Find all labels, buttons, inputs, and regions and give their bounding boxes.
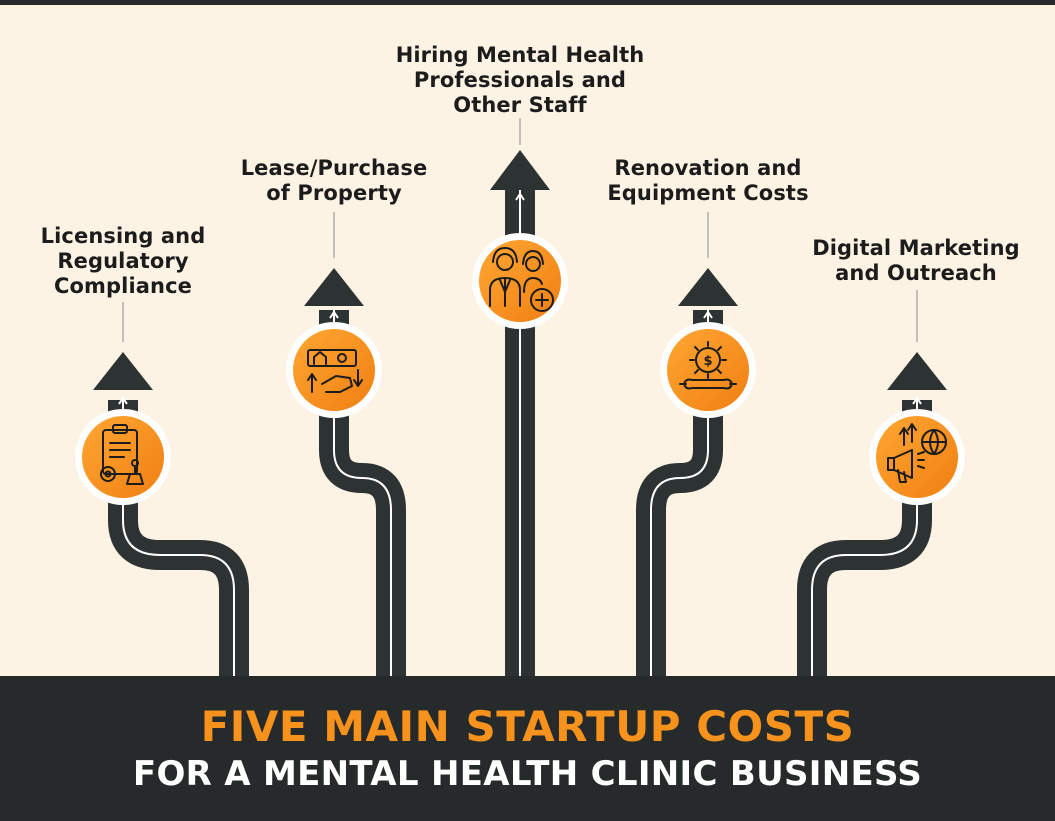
step-label-2: Lease/Purchase of Property [236,156,432,206]
svg-text:$: $ [703,354,712,369]
arrow-head-4 [678,268,738,306]
step-label-1: Licensing and Regulatory Compliance [30,224,216,299]
step-label-line: Renovation and [614,156,802,180]
road-4 [636,310,723,680]
step-label-4: Renovation and Equipment Costs [600,156,816,206]
step-orb-5 [869,409,965,505]
footer-banner: FIVE MAIN STARTUP COSTS FOR A MENTAL HEA… [0,676,1055,821]
step-label-line: and Outreach [835,261,997,285]
step-label-line: of Property [266,181,402,205]
road-5 [797,400,932,680]
medical-staff-icon [489,247,554,312]
house-handshake-icon [307,349,363,393]
step-label-3: Hiring Mental Health Professionals and O… [395,43,645,118]
step-label-line: Equipment Costs [607,181,809,205]
step-label-line: Other Staff [453,93,587,117]
arrow-head-3 [490,150,550,190]
road-1 [108,400,249,680]
megaphone-globe-icon [887,423,947,483]
step-label-line: Compliance [54,274,192,298]
step-orb-2 [286,322,382,418]
clipboard-gear-stamp-icon [100,424,144,485]
step-label-line: Lease/Purchase [240,156,428,180]
step-label-line: Licensing and [40,224,206,248]
step-orb-4 [660,322,756,418]
arrow-head-5 [887,352,947,390]
gear-dollar-wrench-icon: $ [679,341,737,390]
step-orb-3 [472,233,568,329]
arrow-head-2 [304,268,364,306]
arrow-head-1 [93,352,153,390]
step-label-line: Regulatory [57,249,189,273]
step-label-line: Professionals and [413,68,627,92]
footer-subtitle: FOR A MENTAL HEALTH CLINIC BUSINESS [132,754,923,794]
top-bar [0,0,1055,5]
step-label-line: Hiring Mental Health [395,43,645,67]
roads-diagram: $ [75,118,965,680]
step-label-5: Digital Marketing and Outreach [805,236,1027,286]
step-label-line: Digital Marketing [812,236,1020,260]
road-2 [319,310,406,680]
footer-title: FIVE MAIN STARTUP COSTS [200,702,855,751]
